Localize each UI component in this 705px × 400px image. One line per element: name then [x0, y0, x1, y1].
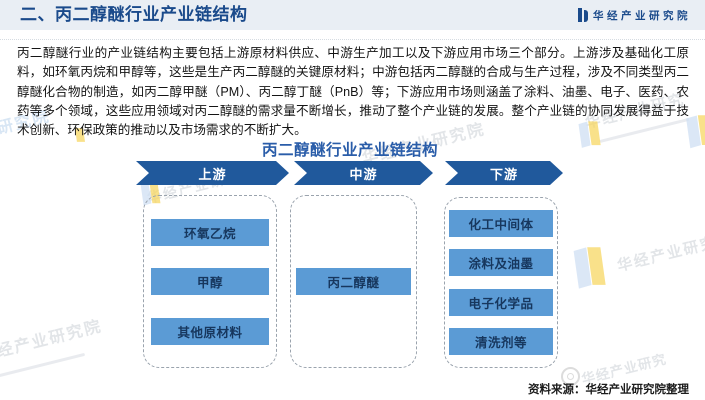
watermark-text: 华经产业研究院: [0, 318, 105, 366]
midstream-item: 丙二醇醚: [296, 268, 411, 295]
downstream-group: 化工中间体 涂料及油墨 电子化学品 清洗剂等: [444, 197, 558, 368]
downstream-item: 涂料及油墨: [449, 249, 553, 277]
header-divider: [0, 39, 705, 40]
upstream-item: 其他原材料: [151, 317, 269, 345]
downstream-item: 化工中间体: [449, 210, 553, 238]
stage-arrow-downstream: 下游: [445, 161, 563, 185]
stage-label: 中游: [349, 166, 378, 182]
stage-arrow-midstream: 中游: [294, 161, 433, 185]
weibo-watermark-icon: [561, 367, 580, 386]
book-bars-icon: [578, 8, 588, 22]
stage-label: 下游: [489, 166, 518, 182]
watermark-text: 华经产业研究: [615, 233, 705, 276]
stage-label: 上游: [198, 166, 227, 182]
stage-arrow-upstream: 上游: [136, 161, 289, 185]
brand-watermark-icon: [573, 246, 606, 289]
intro-paragraph: 丙二醇醚行业的产业链结构主要包括上游原材料供应、中游生产加工以及下游应用市场三个…: [17, 46, 689, 138]
page-title: 二、丙二醇醚行业产业链结构: [20, 5, 248, 24]
diagram-title: 丙二醇醚行业产业链结构: [261, 142, 438, 159]
page-header: 二、丙二醇醚行业产业链结构 华经产业研究院: [0, 0, 705, 30]
source-note: 资料来源：华经产业研究院整理: [528, 384, 689, 396]
brand-name: 华经产业研究院: [593, 9, 691, 22]
upstream-group: 环氧乙烷 甲醇 其他原材料: [143, 195, 277, 368]
downstream-item: 清洗剂等: [449, 327, 553, 355]
midstream-group: 丙二醇醚: [290, 195, 417, 368]
upstream-item: 环氧乙烷: [151, 218, 269, 246]
brand-logo: 华经产业研究院: [578, 0, 691, 30]
downstream-item: 电子化学品: [449, 288, 553, 316]
upstream-item: 甲醇: [151, 268, 269, 295]
